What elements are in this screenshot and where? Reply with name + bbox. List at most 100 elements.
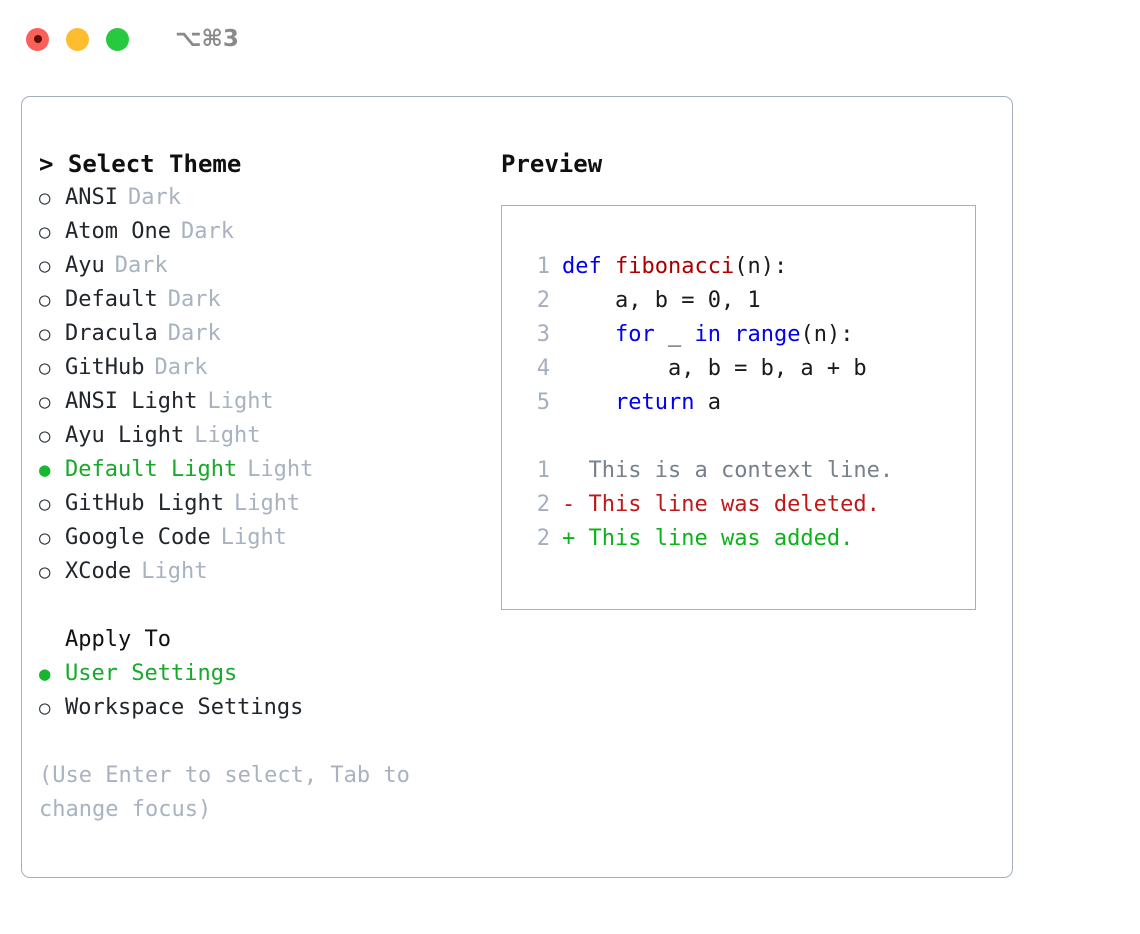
theme-category-badge: Light	[207, 389, 274, 414]
radio-unselected-icon[interactable]: ○	[39, 391, 51, 413]
code-token: for	[614, 322, 655, 347]
theme-category-badge: Dark	[114, 253, 168, 278]
theme-list-item[interactable]: ○ ANSI Dark	[39, 181, 499, 215]
line-number: 1	[536, 458, 550, 483]
theme-list-item[interactable]: ○ Default Dark	[39, 283, 499, 317]
code-token: def	[562, 254, 615, 279]
diff-text: This is a context line.	[575, 458, 894, 483]
diff-marker: +	[562, 526, 576, 551]
code-token: a, b = b, a + b	[562, 356, 867, 381]
close-window-icon[interactable]	[26, 27, 49, 51]
apply-to-item[interactable]: ○ Workspace Settings	[39, 691, 499, 725]
radio-unselected-icon[interactable]: ○	[39, 255, 51, 277]
radio-unselected-icon[interactable]: ○	[39, 697, 51, 719]
theme-category-badge: Light	[247, 457, 314, 482]
line-number: 3	[536, 322, 550, 347]
code-token	[721, 322, 734, 347]
theme-name-label: Default Light	[65, 457, 238, 482]
radio-unselected-icon[interactable]: ○	[39, 527, 51, 549]
code-token: (n):	[800, 322, 854, 347]
radio-unselected-icon[interactable]: ○	[39, 221, 51, 243]
apply-to-label: Workspace Settings	[65, 695, 304, 720]
theme-name-label: GitHub Light	[65, 491, 224, 516]
theme-name-label: ANSI	[65, 185, 118, 210]
diff-text: This line was added.	[575, 526, 854, 551]
theme-category-badge: Light	[233, 491, 301, 516]
keyboard-shortcut-label: ⌥⌘3	[175, 26, 239, 52]
theme-name-label: Dracula	[65, 321, 158, 346]
diff-line: 2 + This line was added.	[520, 522, 975, 556]
radio-unselected-icon[interactable]: ○	[39, 425, 51, 447]
window-controls	[26, 27, 129, 51]
diff-sample: 1 This is a context line. 2- This line wa…	[520, 454, 975, 556]
line-number: 2	[536, 288, 550, 313]
theme-category-badge: Dark	[154, 355, 208, 380]
line-number: 1	[536, 254, 550, 279]
apply-to-list[interactable]: ● User Settings ○ Workspace Settings	[39, 657, 499, 725]
preview-title: Preview	[501, 150, 603, 178]
theme-list-item[interactable]: ○ GitHub Light Light	[39, 487, 499, 521]
spacer	[520, 420, 975, 454]
theme-list-item[interactable]: ○ XCode Light	[39, 555, 499, 589]
theme-list-title: > Select Theme	[39, 150, 242, 178]
line-number: 2	[536, 526, 550, 551]
line-number: 5	[536, 390, 550, 415]
theme-name-label: Google Code	[65, 525, 211, 550]
theme-name-label: GitHub	[65, 355, 145, 380]
spacer	[39, 589, 499, 623]
code-token	[562, 322, 615, 347]
radio-unselected-icon[interactable]: ○	[39, 357, 51, 379]
code-token: return	[614, 390, 695, 415]
apply-to-label: User Settings	[65, 661, 238, 686]
theme-name-label: Ayu	[65, 253, 105, 278]
keyboard-hint-text: (Use Enter to select, Tab to change focu…	[39, 763, 424, 822]
code-token: a	[694, 390, 721, 415]
theme-category-badge: Light	[194, 423, 261, 448]
code-token	[562, 390, 615, 415]
radio-unselected-icon[interactable]: ○	[39, 561, 51, 583]
code-token: a, b = 0, 1	[562, 288, 761, 313]
theme-category-badge: Dark	[167, 321, 221, 346]
maximize-window-icon[interactable]	[106, 27, 129, 51]
diff-line: 2- This line was deleted.	[520, 488, 975, 522]
radio-unselected-icon[interactable]: ○	[39, 493, 51, 515]
code-text: a, b = 0, 1	[562, 284, 761, 318]
theme-list-item[interactable]: ○ Ayu Dark	[39, 249, 499, 283]
radio-unselected-icon[interactable]: ○	[39, 323, 51, 345]
code-line: 5 return a	[520, 386, 975, 420]
code-text: a, b = b, a + b	[562, 352, 867, 386]
code-line: 3 for _ in range(n):	[520, 318, 975, 352]
radio-unselected-icon[interactable]: ○	[39, 289, 51, 311]
theme-category-badge: Light	[220, 525, 287, 550]
diff-marker: -	[562, 492, 576, 517]
code-token: _	[654, 322, 695, 347]
radio-selected-icon[interactable]: ●	[39, 459, 51, 481]
diff-marker	[562, 454, 575, 488]
theme-list-item[interactable]: ○ Google Code Light	[39, 521, 499, 555]
theme-list-item[interactable]: ○ GitHub Dark	[39, 351, 499, 385]
theme-category-badge: Dark	[180, 219, 234, 244]
minimize-window-icon[interactable]	[66, 27, 89, 51]
theme-category-badge: Dark	[167, 287, 221, 312]
code-line: 4 a, b = b, a + b	[520, 352, 975, 386]
theme-category-badge: Dark	[127, 185, 181, 210]
radio-unselected-icon[interactable]: ○	[39, 187, 51, 209]
theme-category-badge: Light	[141, 559, 208, 584]
code-line: 2 a, b = 0, 1	[520, 284, 975, 318]
code-text: for _ in range(n):	[562, 318, 853, 352]
theme-name-label: Default	[65, 287, 158, 312]
apply-to-item[interactable]: ● User Settings	[39, 657, 499, 691]
radio-selected-icon[interactable]: ●	[39, 663, 51, 685]
theme-list-item[interactable]: ○ Dracula Dark	[39, 317, 499, 351]
theme-name-label: XCode	[65, 559, 132, 584]
theme-list-item[interactable]: ● Default Light Light	[39, 453, 499, 487]
code-text: return a	[562, 386, 721, 420]
